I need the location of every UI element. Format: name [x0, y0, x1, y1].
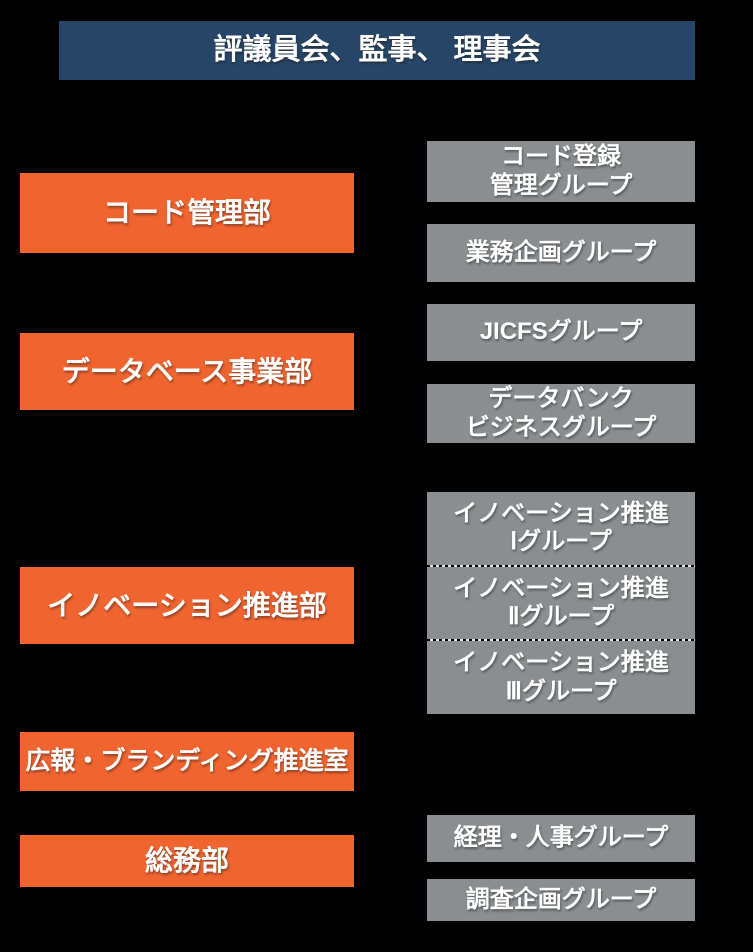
dept-box-code-management: コード管理部	[20, 173, 354, 253]
group-label-line1: コード登録	[501, 143, 621, 171]
dept-label: コード管理部	[102, 197, 271, 229]
group-box-innovation-block: イノベーション推進 Ⅰグループ イノベーション推進 Ⅱグループ イノベーション推…	[427, 492, 695, 714]
group-box-research-planning: 調査企画グループ	[427, 879, 695, 921]
group-label-line2: Ⅱグループ	[507, 603, 615, 630]
group-box-databank-business: データバンク ビジネスグループ	[427, 384, 695, 443]
governance-banner-label: 評議員会、監事、 理事会	[213, 34, 541, 67]
dept-box-innovation-promotion: イノベーション推進部	[20, 567, 354, 644]
group-box-innovation-1: イノベーション推進 Ⅰグループ	[427, 492, 695, 565]
dotted-divider	[427, 639, 695, 642]
group-label-line1: イノベーション推進	[453, 649, 669, 677]
group-label-line1: JICFSグループ	[479, 318, 643, 346]
group-box-jicfs: JICFSグループ	[427, 304, 695, 361]
dept-box-database-business: データベース事業部	[20, 333, 354, 410]
group-label-line1: イノベーション推進	[453, 574, 669, 602]
dept-label: データベース事業部	[61, 355, 313, 387]
group-label-line1: 経理・人事グループ	[453, 824, 669, 852]
dept-label: 広報・ブランディング推進室	[25, 746, 349, 775]
group-box-innovation-3: イノベーション推進 Ⅲグループ	[427, 641, 695, 714]
group-label-line1: 業務企画グループ	[465, 238, 657, 266]
dept-box-general-affairs: 総務部	[20, 835, 354, 887]
group-label-line2: 管理グループ	[489, 171, 633, 199]
group-box-code-registration-management: コード登録 管理グループ	[427, 141, 695, 202]
group-label-line1: データバンク	[488, 385, 634, 413]
dept-label: 総務部	[144, 845, 229, 877]
dept-label: イノベーション推進部	[47, 589, 327, 621]
governance-banner: 評議員会、監事、 理事会	[59, 21, 695, 80]
group-box-accounting-hr: 経理・人事グループ	[427, 815, 695, 862]
group-label-line2: Ⅲグループ	[505, 677, 617, 705]
group-label-line1: 調査企画グループ	[465, 885, 657, 913]
group-label-line2: Ⅰグループ	[510, 528, 612, 556]
group-box-business-planning: 業務企画グループ	[427, 224, 695, 282]
group-label-line1: イノベーション推進	[453, 500, 669, 528]
dept-box-pr-branding-office: 広報・ブランディング推進室	[20, 732, 354, 791]
group-box-innovation-2: イノベーション推進 Ⅱグループ	[427, 567, 695, 640]
dotted-divider	[427, 564, 695, 567]
group-label-line2: ビジネスグループ	[465, 413, 657, 441]
